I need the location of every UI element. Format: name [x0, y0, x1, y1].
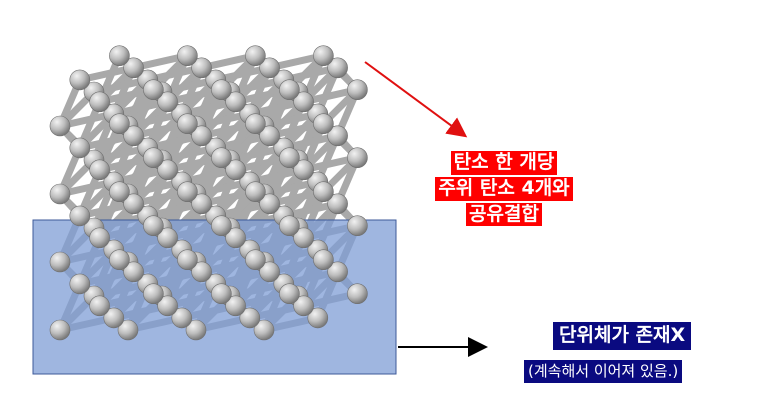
carbon-atom-icon [313, 45, 334, 67]
carbon-atom-icon [191, 261, 212, 283]
carbon-atom-icon [69, 205, 91, 227]
covalent-label-line-3: 공유결합 [466, 202, 542, 227]
carbon-atom-icon [327, 193, 348, 215]
covalent-bond-label: 탄소 한 개당 주위 탄소 4개와 공유결합 [414, 150, 594, 227]
carbon-atom-icon [245, 45, 266, 67]
carbon-atom-icon [143, 147, 164, 168]
carbon-atom-icon [313, 249, 334, 271]
carbon-atom-icon [109, 113, 130, 134]
carbon-atom-icon [109, 181, 130, 202]
carbon-atom-icon [211, 283, 232, 305]
carbon-atom-icon [69, 273, 91, 295]
carbon-atom-icon [279, 283, 300, 305]
carbon-atom-icon [89, 91, 110, 113]
carbon-atom-icon [123, 57, 144, 79]
carbon-atom-icon [177, 113, 198, 134]
carbon-atom-icon [211, 215, 232, 236]
carbon-atom-icon [225, 295, 246, 317]
carbon-atom-icon [259, 125, 280, 147]
carbon-atom-icon [109, 249, 130, 271]
carbon-atom-icon [191, 57, 212, 79]
carbon-atom-icon [293, 227, 314, 249]
carbon-atom-icon [245, 249, 266, 271]
carbon-atom-icon [293, 295, 314, 317]
unit-cell-subtitle: (계속해서 이어져 있음.) [524, 360, 683, 383]
lattice-atoms [49, 45, 368, 341]
carbon-atom-icon [279, 215, 300, 236]
carbon-atom-icon [347, 79, 368, 100]
covalent-label-line-1: 탄소 한 개당 [450, 151, 558, 175]
carbon-atom-icon [191, 193, 212, 215]
carbon-atom-icon [239, 307, 261, 329]
unit-cell-title: 단위체가 존재X [553, 322, 692, 350]
carbon-atom-icon [225, 91, 246, 113]
carbon-atom-icon [69, 69, 91, 91]
carbon-atom-icon [49, 251, 71, 273]
carbon-atom-icon [89, 295, 110, 317]
carbon-atom-icon [211, 79, 232, 100]
carbon-atom-icon [123, 125, 144, 147]
carbon-atom-icon [253, 319, 275, 341]
carbon-atom-icon [157, 295, 178, 317]
carbon-atom-icon [177, 249, 198, 271]
carbon-atom-icon [327, 261, 348, 283]
carbon-atom-icon [157, 159, 178, 181]
carbon-atom-icon [171, 307, 193, 329]
carbon-atom-icon [293, 91, 314, 113]
carbon-atom-icon [177, 45, 198, 67]
carbon-atom-icon [259, 193, 280, 215]
carbon-atom-icon [191, 125, 212, 147]
carbon-atom-icon [123, 261, 144, 283]
carbon-atom-icon [103, 307, 125, 329]
carbon-atom-icon [327, 125, 348, 147]
carbon-atom-icon [143, 283, 164, 305]
carbon-atom-icon [49, 183, 71, 205]
carbon-atom-icon [347, 283, 368, 305]
carbon-atom-icon [279, 147, 300, 168]
carbon-atom-icon [157, 227, 178, 249]
carbon-atom-icon [49, 319, 71, 341]
carbon-atom-icon [69, 137, 91, 159]
carbon-atom-icon [117, 319, 139, 341]
carbon-atom-icon [211, 147, 232, 168]
carbon-atom-icon [143, 79, 164, 100]
carbon-atom-icon [185, 319, 207, 341]
carbon-atom-icon [143, 215, 164, 236]
carbon-atom-icon [279, 79, 300, 100]
carbon-atom-icon [259, 261, 280, 283]
carbon-atom-icon [225, 227, 246, 249]
carbon-atom-icon [177, 181, 198, 202]
carbon-atom-icon [259, 57, 280, 79]
carbon-atom-icon [347, 215, 368, 236]
red-arrow-icon [364, 61, 468, 138]
carbon-atom-icon [49, 115, 71, 137]
carbon-atom-icon [245, 181, 266, 202]
carbon-atom-icon [313, 181, 334, 202]
carbon-atom-icon [293, 159, 314, 181]
carbon-atom-icon [89, 159, 110, 181]
carbon-atom-icon [307, 307, 329, 329]
carbon-atom-icon [327, 57, 348, 79]
carbon-atom-icon [225, 159, 246, 181]
carbon-atom-icon [109, 45, 130, 67]
carbon-atom-icon [313, 113, 334, 134]
carbon-atom-icon [347, 147, 368, 168]
carbon-atom-icon [245, 113, 266, 134]
carbon-atom-icon [89, 227, 110, 249]
covalent-label-line-2: 주위 탄소 4개와 [435, 176, 573, 201]
carbon-atom-icon [123, 193, 144, 215]
carbon-atom-icon [157, 91, 178, 113]
